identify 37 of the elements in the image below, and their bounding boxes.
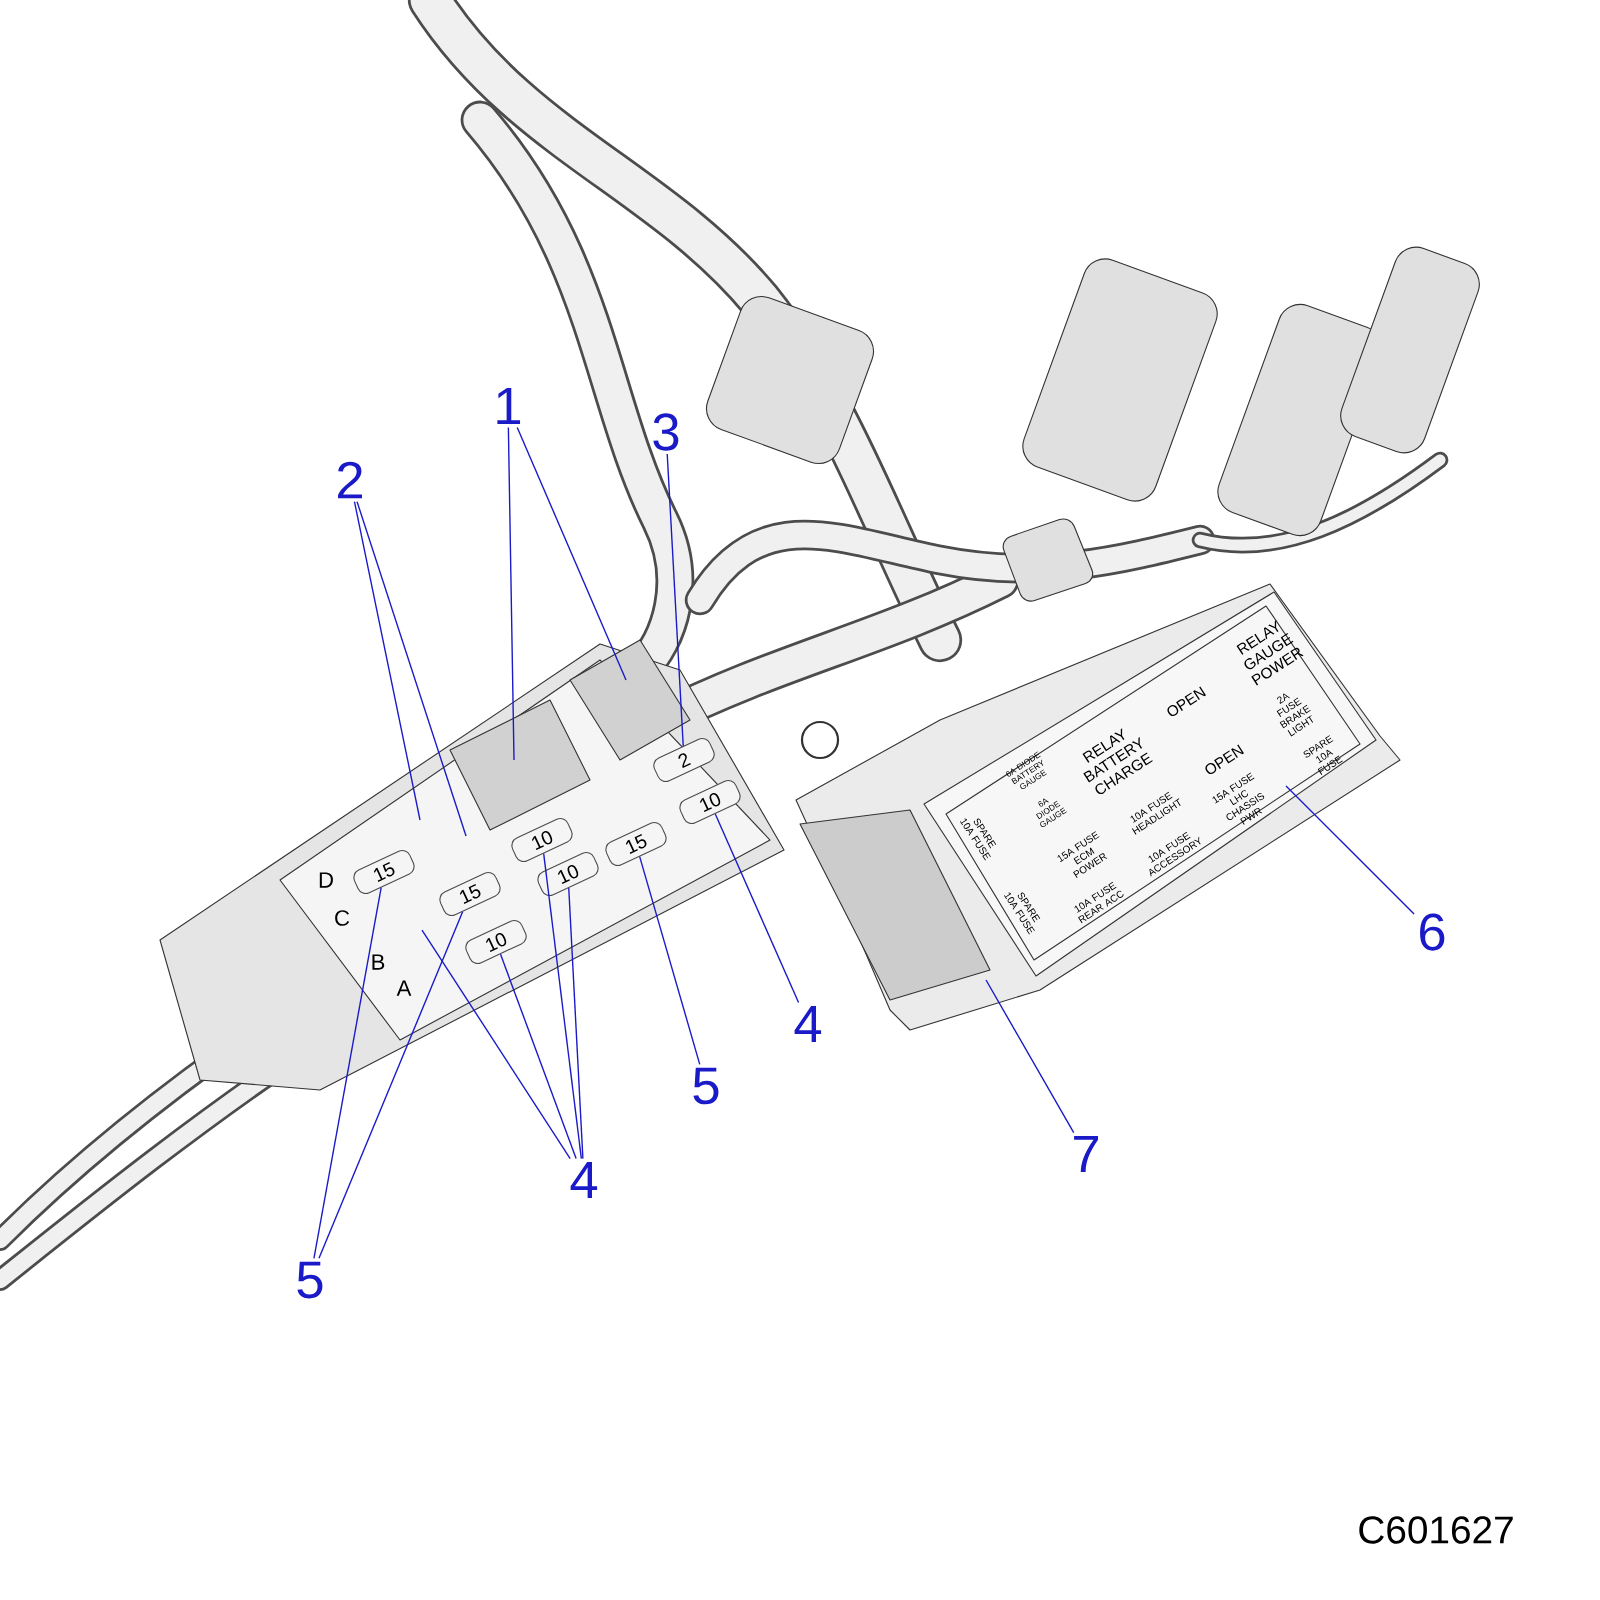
leader-line bbox=[714, 813, 800, 1004]
leader-line bbox=[1285, 785, 1415, 915]
figure-number: C601627 bbox=[1359, 1516, 1513, 1544]
callout-number: 3 bbox=[653, 413, 679, 451]
callout-number: 7 bbox=[1074, 1135, 1098, 1173]
terminal-letter: B bbox=[372, 954, 385, 970]
fuse: 15 bbox=[605, 822, 667, 866]
leader-line bbox=[507, 426, 515, 761]
callout-number: 6 bbox=[1420, 913, 1445, 951]
callout-number: 1 bbox=[497, 387, 521, 425]
terminal-letter: A bbox=[396, 980, 412, 996]
fuse: 10 bbox=[465, 920, 527, 964]
fuse: 15 bbox=[439, 872, 501, 916]
leader-line bbox=[313, 887, 382, 1260]
leader-line bbox=[516, 426, 627, 681]
terminal-letter: D bbox=[319, 872, 333, 888]
leader-line bbox=[499, 953, 577, 1160]
terminal-letter: C bbox=[335, 910, 350, 926]
leader-line bbox=[638, 855, 701, 1066]
callout-number: 4 bbox=[794, 1005, 822, 1043]
leader-line bbox=[666, 453, 684, 747]
fuse: 15 bbox=[353, 850, 415, 894]
callout-number: 5 bbox=[693, 1067, 719, 1105]
fuse: 10 bbox=[679, 780, 741, 824]
leader-line bbox=[356, 501, 467, 837]
leader-line bbox=[421, 929, 571, 1160]
callout-number: 5 bbox=[297, 1261, 323, 1299]
fuse: 2 bbox=[653, 738, 715, 782]
leader-line bbox=[543, 852, 583, 1160]
callout-number: 4 bbox=[570, 1161, 598, 1199]
fuse: 10 bbox=[511, 818, 573, 862]
leader-line bbox=[985, 979, 1075, 1134]
leader-line bbox=[353, 501, 421, 821]
leader-line bbox=[318, 911, 464, 1260]
leader-line bbox=[568, 887, 584, 1160]
callout-number: 2 bbox=[338, 461, 362, 499]
fuse: 10 bbox=[537, 852, 599, 896]
